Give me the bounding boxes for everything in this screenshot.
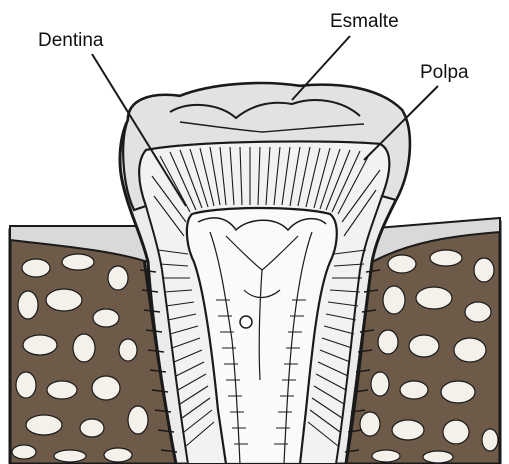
label-pulp: Polpa	[420, 62, 469, 83]
label-enamel: Esmalte	[330, 11, 399, 32]
pulp-node	[240, 316, 252, 328]
label-dentin: Dentina	[38, 30, 104, 51]
